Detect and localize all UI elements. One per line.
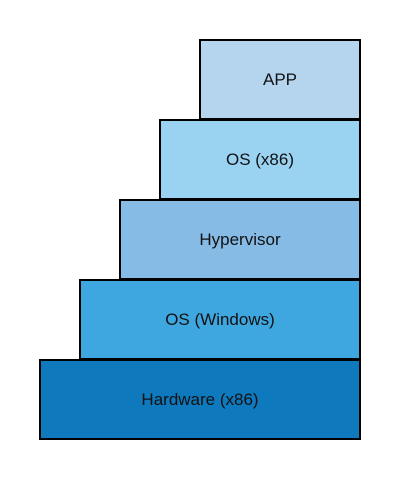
layer-app-label: APP xyxy=(262,69,298,89)
layer-os-x86-label: OS (x86) xyxy=(225,149,295,169)
layer-os-windows: OS (Windows) xyxy=(79,279,361,360)
layer-app: APP xyxy=(199,39,361,120)
layer-hardware-x86: Hardware (x86) xyxy=(39,359,361,440)
layer-hypervisor-label: Hypervisor xyxy=(199,229,281,249)
layer-os-windows-label: OS (Windows) xyxy=(165,309,275,329)
layer-os-x86: OS (x86) xyxy=(159,119,361,200)
layer-hypervisor: Hypervisor xyxy=(119,199,361,280)
layer-hardware-x86-label: Hardware (x86) xyxy=(141,389,259,409)
